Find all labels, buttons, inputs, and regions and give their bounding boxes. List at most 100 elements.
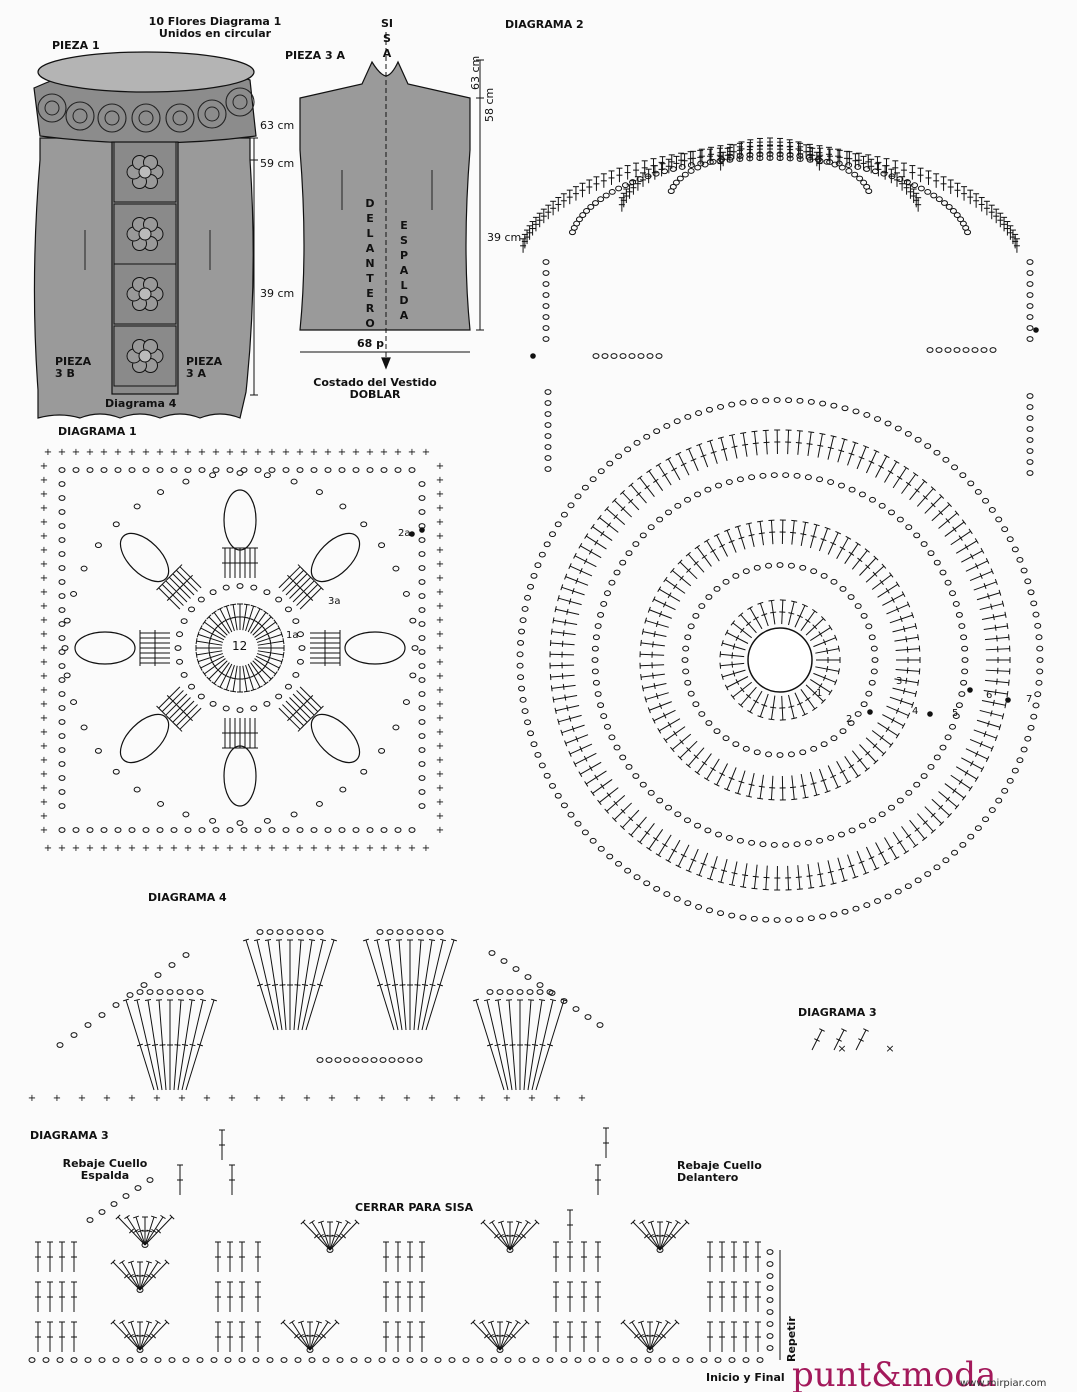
diagrama2-chain [787, 562, 795, 569]
diagrama2-chain [933, 449, 941, 456]
espalda-vertical-label: ESPALDA [399, 219, 409, 322]
diagrama2-top-chain [860, 179, 868, 186]
diagrama2-chain [728, 401, 736, 408]
diagrama1-border-sc: + [436, 741, 444, 752]
diagrama4-fan-dc-bar [264, 983, 271, 987]
diagrama2-chain [765, 751, 773, 758]
diagrama1-border-sc: + [40, 531, 48, 542]
diagrama3-fan-dc-top [317, 1220, 325, 1224]
diagrama2-dc-bar [822, 639, 827, 646]
diagrama4-mid-chain [334, 1057, 342, 1063]
diagrama2-dc-bar [710, 767, 716, 772]
diagrama2-dc-bar [817, 444, 824, 447]
diagrama3-base-chain [168, 1357, 176, 1363]
diagrama4-fan-chain [256, 929, 264, 935]
diagrama1-border-chain [58, 789, 66, 795]
diagrama2-dc-top [584, 533, 589, 539]
diagrama2-dc-bar [914, 827, 920, 832]
diagrama2-chain [839, 585, 847, 592]
diagrama2-dc-top [677, 559, 683, 565]
diagrama2-dc-bar [653, 837, 659, 842]
diagrama1-outer-chain [133, 786, 141, 793]
diagrama2-round-3: 3 [896, 676, 903, 687]
diagrama2-chain [870, 645, 878, 652]
diagrama2-chain [804, 839, 812, 846]
diagrama2-dc-bar [826, 666, 829, 673]
diagrama4-mid-chain [325, 1057, 333, 1063]
diagrama2-dc-top [808, 431, 815, 434]
diagrama3-fan-dc-top [647, 1220, 655, 1224]
diagrama2-dc-bar [758, 532, 765, 535]
diagrama3-base-chain [588, 1357, 596, 1363]
diagrama1-border-chain [418, 551, 426, 557]
diagrama1-center-number: 12 [232, 639, 248, 653]
diagrama2-chain [869, 496, 876, 503]
diagrama2-dc-bar [613, 800, 619, 806]
diagrama2-chain [770, 472, 778, 478]
diagrama2-chain [581, 829, 589, 836]
diagrama2-dc-bar [620, 808, 626, 814]
diagrama2-dc-bar [872, 571, 878, 577]
diagrama2-chain [608, 579, 616, 586]
diagrama2-dc-bar [564, 694, 567, 701]
diagrama2-dc-top [939, 821, 945, 827]
diagrama2-chain [776, 562, 784, 568]
diagrama2-dc-top [768, 718, 775, 721]
diagrama2-dc-top [1008, 634, 1010, 641]
diagrama4-fan-chain [506, 989, 514, 995]
diagrama2-dc-top [820, 698, 826, 704]
collar-flower-inner [232, 94, 248, 110]
diagrama2-dc-bar [600, 783, 605, 790]
diagrama2-chain [1027, 724, 1035, 731]
diagrama3-fan-dc-bar [660, 1333, 667, 1339]
diagrama1-border-chain [142, 467, 150, 473]
diagrama2-dc-top [670, 746, 675, 753]
diagrama2-chain [865, 690, 873, 697]
diagrama2-dc-top [703, 777, 710, 782]
diagrama2-dc-bar [740, 687, 745, 693]
diagrama2-dc-top [873, 449, 880, 453]
pieza3a-measure-58-text: 58 cm [483, 87, 496, 122]
diagrama1-border-chain [58, 607, 66, 613]
diagrama2-dc-bar [789, 531, 797, 534]
diagrama4-fan-chain [536, 989, 544, 995]
diagrama4-fan-dc-bar [316, 983, 324, 987]
diagrama2-dc-bar [820, 538, 827, 542]
diagrama1-border-sc: + [44, 447, 52, 458]
diagrama2-dc-top [819, 885, 826, 888]
diagrama2-dc-top [824, 790, 831, 794]
diagrama3-fan-dc-bar [123, 1333, 130, 1339]
diagrama2-dc-bar [891, 596, 895, 603]
diagrama2-dc-bar [857, 557, 863, 563]
pieza1-note-line2: Unidos en circular [158, 27, 272, 41]
diagrama1-border-sc: + [72, 447, 80, 458]
strip-flower-center [138, 349, 152, 363]
diagrama2-chain [905, 789, 913, 796]
rebaje-espalda-line2: Espalda [80, 1169, 130, 1183]
diagrama2-dc-bar [606, 522, 612, 528]
diagrama1-inner-dc-top [257, 606, 263, 611]
diagrama1-border-sc: + [40, 727, 48, 738]
diagrama2-dc-top [830, 435, 837, 438]
diagrama4-base-sc: + [228, 1093, 236, 1104]
diagrama2-dc-bar [658, 611, 663, 618]
diagrama2-chain [753, 749, 761, 756]
diagrama2-chain [698, 711, 706, 717]
diagrama2-dc-bar [693, 754, 699, 760]
diagrama4-title: DIAGRAMA 4 [148, 891, 227, 904]
diagrama2-top-chain [672, 179, 680, 186]
diagrama1-border-chain [170, 827, 178, 833]
diagrama2-dc-bar [994, 624, 997, 631]
diagrama4-fan-chain [286, 929, 294, 935]
diagrama2-dc-bar [806, 875, 813, 877]
diagrama2-chain [619, 754, 627, 761]
diagrama2-dc-bar [990, 603, 993, 610]
diagrama3-base-chain [56, 1357, 64, 1363]
diagrama2-dc-top [998, 589, 1002, 596]
diagrama2-dc-bar [827, 870, 834, 874]
diagrama1-border-chain [198, 467, 206, 473]
diagrama2-dc-bar [891, 717, 895, 724]
diagrama2-dc-top [939, 493, 945, 499]
diagrama1-petal-dc-top [311, 578, 317, 584]
diagrama2-chain [776, 752, 784, 758]
